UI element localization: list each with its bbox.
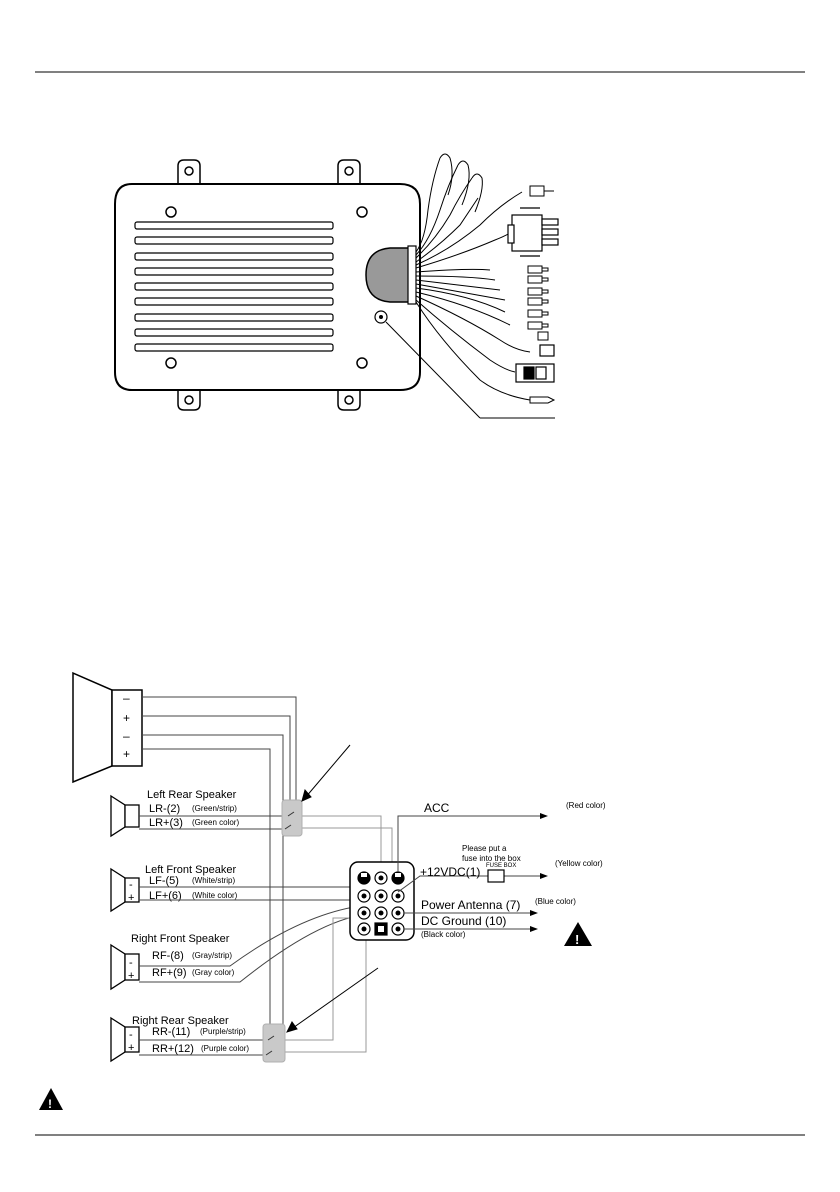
left-rear-pos-color: (Green color) bbox=[192, 818, 239, 827]
polarity-minus: - bbox=[129, 879, 133, 891]
warning-glyph: ! bbox=[48, 1097, 52, 1111]
cable-grommet bbox=[365, 247, 411, 303]
polarity-minus: - bbox=[129, 1029, 133, 1041]
polarity-minus: – bbox=[123, 729, 130, 743]
main-speaker-leads bbox=[142, 696, 297, 1045]
polarity-plus: + bbox=[123, 711, 130, 725]
spade-terminal bbox=[529, 185, 545, 197]
polarity-plus: + bbox=[128, 970, 134, 982]
left-front-neg: LF-(5) bbox=[149, 875, 179, 887]
wire-harness bbox=[415, 157, 531, 401]
v12-label: +12VDC(1) bbox=[420, 865, 480, 879]
left-front-pos: LF+(6) bbox=[149, 890, 182, 902]
left-front-pos-color: (White color) bbox=[192, 891, 238, 900]
left-front-title: Left Front Speaker bbox=[145, 864, 236, 876]
acc-color: (Red color) bbox=[566, 801, 606, 810]
splice-joint-top bbox=[281, 799, 303, 837]
amplifier-body bbox=[114, 183, 421, 391]
left-front-neg-color: (White/strip) bbox=[192, 876, 235, 885]
polarity-plus: + bbox=[128, 1042, 134, 1054]
right-rear-neg: RR-(11) bbox=[152, 1026, 190, 1038]
left-rear-neg-color: (Green/strip) bbox=[192, 804, 237, 813]
main-speaker: – + – + bbox=[72, 671, 143, 784]
mounting-ears bbox=[177, 159, 361, 411]
acc-label: ACC bbox=[424, 801, 450, 815]
polarity-minus: – bbox=[123, 691, 130, 705]
power-connector-block bbox=[349, 861, 415, 941]
right-rear-neg-color: (Purple/strip) bbox=[200, 1027, 246, 1036]
screw bbox=[165, 206, 177, 218]
left-rear-title: Left Rear Speaker bbox=[147, 789, 237, 801]
left-rear-pos: LR+(3) bbox=[149, 817, 183, 829]
warning-icon: ! bbox=[39, 1088, 63, 1111]
small-plug bbox=[539, 344, 555, 357]
v12-color: (Yellow color) bbox=[555, 859, 603, 868]
pin-tip bbox=[529, 396, 556, 404]
fuse-box-label: FUSE BOX bbox=[486, 863, 516, 869]
polarity-plus: + bbox=[128, 892, 134, 904]
amplifier-illustration bbox=[114, 153, 559, 419]
screw bbox=[356, 357, 368, 369]
vent-slots bbox=[134, 221, 334, 352]
fuse-note-1: Please put a bbox=[462, 844, 507, 853]
callout-arrows bbox=[286, 744, 379, 1033]
speaker-left-rear bbox=[110, 794, 140, 838]
power-wires bbox=[397, 815, 540, 930]
fuse-box bbox=[487, 869, 505, 883]
screw bbox=[356, 206, 368, 218]
fuse-note-2: fuse into the box bbox=[462, 854, 521, 863]
left-rear-neg: LR-(2) bbox=[149, 803, 180, 815]
ground-color: (Black color) bbox=[421, 930, 466, 939]
warning-glyph: ! bbox=[575, 932, 579, 947]
right-front-neg: RF-(8) bbox=[152, 950, 184, 962]
ground-label: DC Ground (10) bbox=[421, 914, 506, 928]
antenna-color: (Blue color) bbox=[535, 897, 576, 906]
right-front-pos-color: (Gray color) bbox=[192, 968, 235, 977]
polarity-minus: - bbox=[129, 957, 133, 969]
splice-joint-bottom bbox=[262, 1023, 286, 1063]
right-rear-pos: RR+(12) bbox=[152, 1043, 194, 1055]
right-rear-title: Right Rear Speaker bbox=[132, 1015, 229, 1027]
power-plug bbox=[515, 363, 555, 383]
grey-routing-wires bbox=[285, 815, 393, 1053]
speaker-right-rear: - + bbox=[110, 1016, 140, 1063]
multi-pin-connector bbox=[507, 207, 559, 257]
antenna-label: Power Antenna (7) bbox=[421, 898, 520, 912]
right-front-title: Right Front Speaker bbox=[131, 933, 230, 945]
rca-plugs bbox=[527, 265, 549, 341]
right-front-pos: RF+(9) bbox=[152, 967, 187, 979]
arrowheads bbox=[530, 813, 548, 932]
screw bbox=[165, 357, 177, 369]
speaker-right-front: - + bbox=[110, 943, 140, 991]
warning-icon: ! bbox=[564, 922, 592, 947]
speaker-left-front: - + bbox=[110, 867, 140, 913]
polarity-plus: + bbox=[123, 747, 130, 761]
right-front-neg-color: (Gray/strip) bbox=[192, 951, 232, 960]
right-rear-pos-color: (Purple color) bbox=[201, 1044, 249, 1053]
